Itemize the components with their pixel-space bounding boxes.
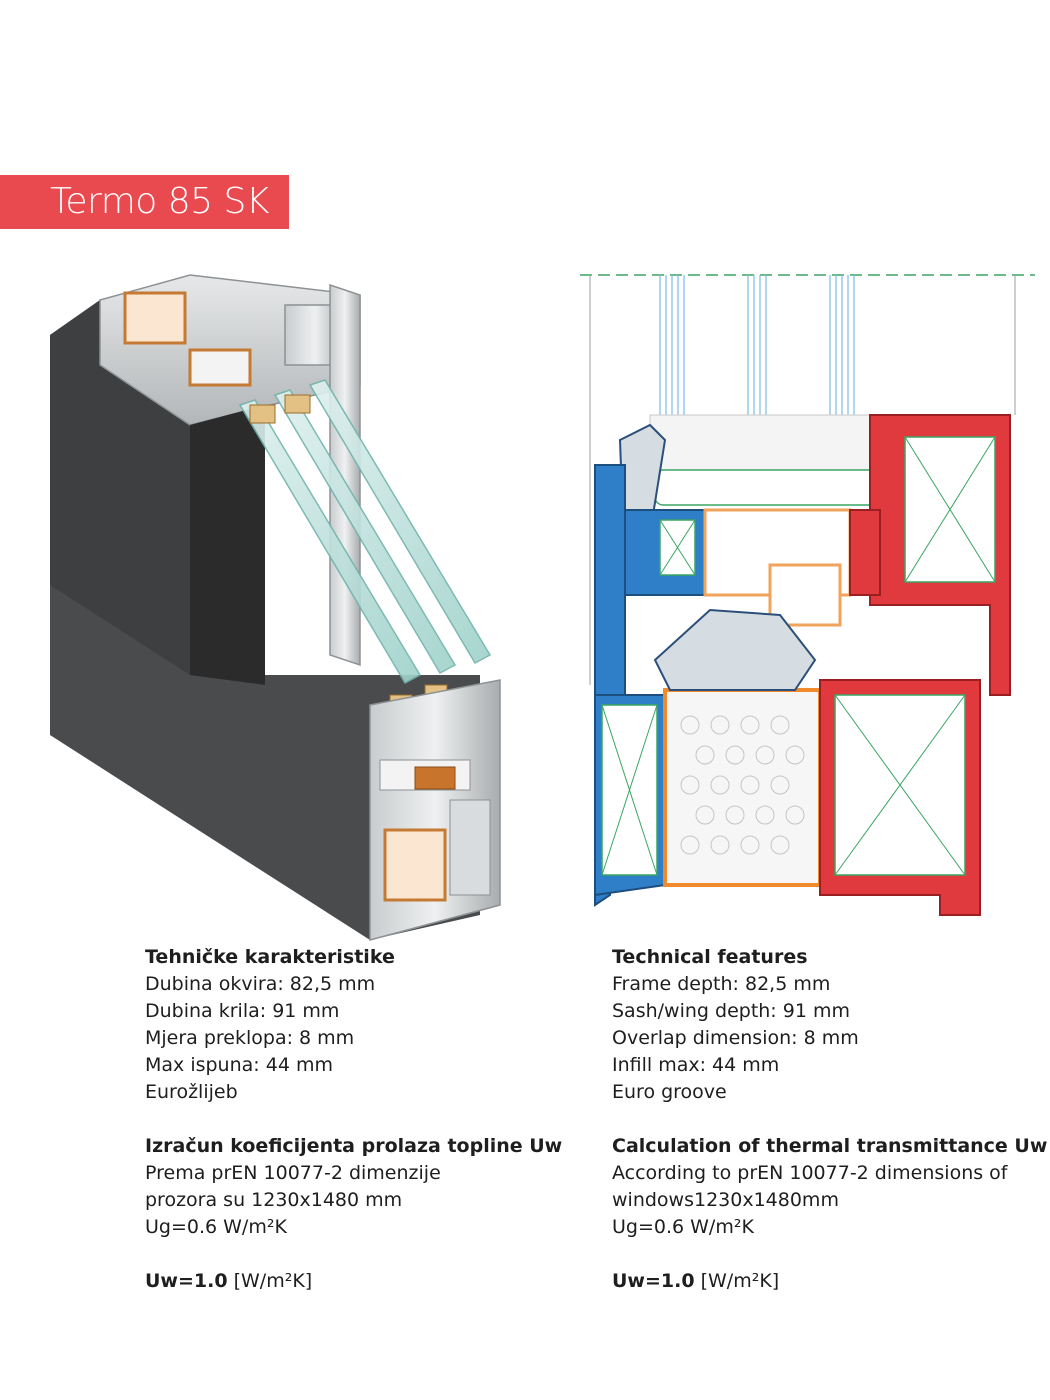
title-banner: Termo 85 SK bbox=[0, 175, 289, 229]
spec-line: Euro groove bbox=[612, 1081, 727, 1103]
spec-line: Infill max: 44 mm bbox=[612, 1054, 780, 1076]
uw-value: Uw=1.0 [W/m²K] bbox=[612, 1268, 1032, 1295]
calc-line: Ug=0.6 W/m²K bbox=[612, 1216, 754, 1238]
uw-bold: Uw=1.0 bbox=[145, 1270, 228, 1292]
uw-unit: [W/m²K] bbox=[700, 1270, 780, 1292]
specs-heading: Tehničke karakteristike bbox=[145, 946, 395, 968]
specs-english-column: Technical features Frame depth: 82,5 mm … bbox=[612, 944, 1048, 1295]
calc-line: Prema prEN 10077-2 dimenzije bbox=[145, 1162, 441, 1184]
calc-heading: Izračun koeficijenta prolaza topline Uw bbox=[145, 1135, 563, 1157]
glass-pane-2 bbox=[273, 389, 457, 674]
window-profile-render bbox=[50, 274, 501, 941]
calc-heading: Calculation of thermal transmittance Uw bbox=[612, 1135, 1048, 1157]
spec-line: Max ispuna: 44 mm bbox=[145, 1054, 333, 1076]
calc-line: According to prEN 10077-2 dimensions of bbox=[612, 1162, 1008, 1184]
spec-line: Mjera preklopa: 8 mm bbox=[145, 1027, 355, 1049]
calc-line: windows1230x1480mm bbox=[612, 1189, 839, 1211]
glass-pane-1 bbox=[238, 399, 422, 684]
uw-value: Uw=1.0 [W/m²K] bbox=[145, 1268, 565, 1295]
uw-unit: [W/m²K] bbox=[233, 1270, 313, 1292]
spec-line: Eurožlijeb bbox=[145, 1081, 238, 1103]
center-gasket bbox=[653, 608, 817, 691]
calc-line: Ug=0.6 W/m²K bbox=[145, 1216, 287, 1238]
uw-bold: Uw=1.0 bbox=[612, 1270, 695, 1292]
spec-line: Sash/wing depth: 91 mm bbox=[612, 1000, 850, 1022]
spec-line: Dubina krila: 91 mm bbox=[145, 1000, 340, 1022]
calc-line: prozora su 1230x1480 mm bbox=[145, 1189, 403, 1211]
spec-line: Overlap dimension: 8 mm bbox=[612, 1027, 859, 1049]
spec-line: Frame depth: 82,5 mm bbox=[612, 973, 831, 995]
specs-local-column: Tehničke karakteristike Dubina okvira: 8… bbox=[145, 944, 565, 1295]
profile-cross-section-drawing bbox=[580, 274, 1035, 916]
specs-heading: Technical features bbox=[612, 946, 808, 968]
spec-line: Dubina okvira: 82,5 mm bbox=[145, 973, 376, 995]
page-title: Termo 85 SK bbox=[50, 181, 269, 222]
glass-pane-3 bbox=[308, 379, 492, 664]
